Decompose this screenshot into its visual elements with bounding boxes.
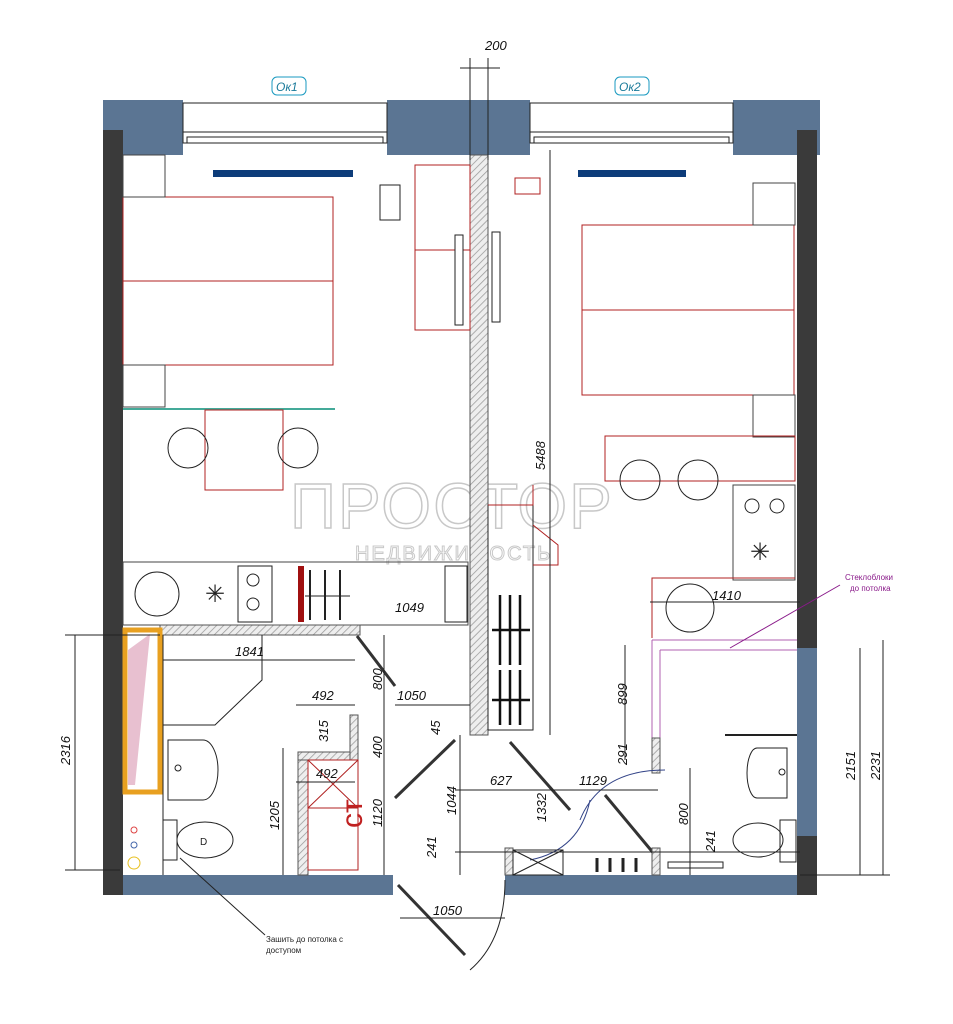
svg-text:ст: ст [336,799,369,828]
hob-icon: ✳ [750,539,770,566]
svg-text:Зашить до потолка с: Зашить до потолка с [266,935,343,944]
nightstand [122,154,166,198]
svg-text:D: D [200,837,207,848]
bathtub [122,627,163,795]
svg-text:627: 627 [490,773,512,788]
svg-text:2231: 2231 [868,751,883,781]
svg-text:200: 200 [484,38,507,53]
shoe-rack [504,847,724,876]
svg-text:1129: 1129 [579,773,607,788]
wardrobe-right [487,485,559,731]
bar-counter [604,435,796,501]
hob-icon: ✳ [205,581,225,608]
nightstand [752,182,796,226]
svg-text:1050: 1050 [433,903,463,918]
sink-left [167,739,219,801]
bathroom-wall [651,737,661,774]
nightstand [122,364,166,408]
watermark: ПРОСТОР НЕДВИЖИМОСТЬ [289,469,614,565]
svg-text:2151: 2151 [843,751,858,781]
svg-text:492: 492 [312,688,334,703]
partition-wall [469,154,489,736]
svg-text:800: 800 [676,803,691,825]
kitchen-left: ✳ [122,561,469,626]
svg-text:1841: 1841 [235,644,264,659]
svg-text:241: 241 [703,830,718,853]
exterior-walls [103,100,820,895]
svg-text:Стеклоблоки: Стеклоблоки [845,573,893,582]
svg-text:291: 291 [615,743,630,766]
svg-text:Ок2: Ок2 [619,80,641,94]
window-ok1 [182,102,388,144]
entrance-door[interactable] [396,883,467,957]
dining-table [167,409,319,491]
svg-text:1049: 1049 [395,600,424,615]
shelf [514,177,541,195]
window-tags: Ок1 Ок2 [271,76,650,96]
svg-text:ПРОСТОР: ПРОСТОР [290,470,614,542]
nightstand [752,394,796,438]
sink-right [746,747,788,799]
pipes [127,826,141,870]
dimension-lines [65,150,890,936]
svg-text:400: 400 [370,736,385,758]
svg-text:315: 315 [316,720,331,742]
svg-text:1050: 1050 [397,688,427,703]
door-bathroom-left[interactable] [355,635,397,687]
svg-text:800: 800 [370,668,385,690]
svg-text:доступом: доступом [266,946,301,955]
svg-text:1044: 1044 [444,786,459,815]
svg-text:1120: 1120 [370,798,385,827]
svg-text:241: 241 [424,836,439,859]
svg-text:1205: 1205 [267,800,282,830]
radiator-right [578,170,686,177]
glass-block-wall [651,584,841,738]
svg-text:1332: 1332 [534,792,549,822]
bed-right [581,224,795,396]
bed-left [122,196,334,366]
svg-text:492: 492 [316,766,338,781]
desk [379,164,501,331]
svg-text:45: 45 [428,720,443,735]
entrance-door-swing [469,879,506,971]
svg-text:1410: 1410 [712,588,742,603]
svg-text:Ок1: Ок1 [276,80,298,94]
svg-text:до потолка: до потолка [850,584,891,593]
svg-text:5488: 5488 [533,440,548,470]
kitchen-right: ✳ [651,484,796,638]
washer-closet: ст [297,714,369,876]
door-corridor[interactable] [393,738,457,800]
radiator-left [213,170,353,177]
doors-right[interactable] [508,741,666,861]
window-ok2 [529,102,734,144]
svg-text:НЕДВИЖИМОСТЬ: НЕДВИЖИМОСТЬ [355,543,552,565]
svg-text:2316: 2316 [58,735,73,766]
bath-screen [162,635,263,875]
toilet-left: D [162,819,234,861]
svg-text:899: 899 [615,683,630,705]
toilet-right [732,819,797,863]
dimension-200 [460,58,500,160]
bathroom-wall [159,624,361,636]
